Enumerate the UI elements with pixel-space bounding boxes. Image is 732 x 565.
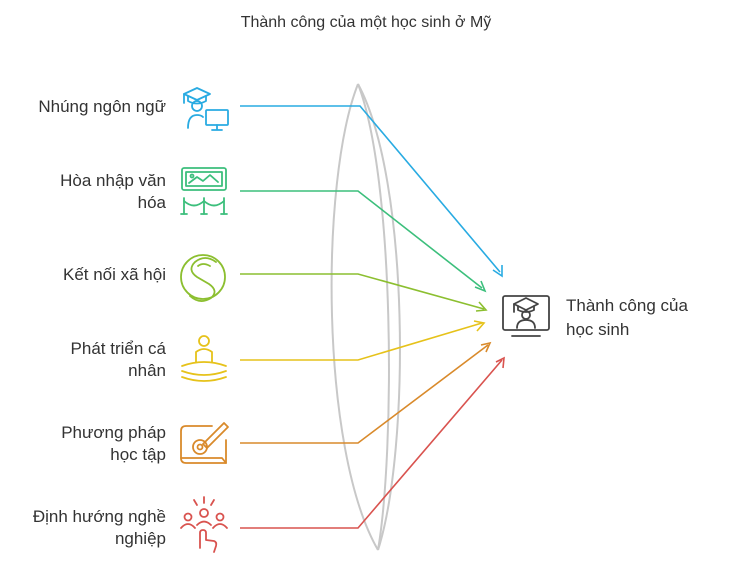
label-line: Nhúng ngôn ngữ [38, 97, 166, 116]
connector-1 [240, 105, 503, 278]
connector-4 [240, 320, 486, 361]
connector-2 [240, 190, 487, 293]
connector-5 [240, 341, 492, 444]
meditation-icon [181, 335, 227, 382]
input-label-1: Nhúng ngôn ngữ [0, 96, 166, 118]
output-label: Thành công của học sinh [566, 294, 726, 342]
label-line: Định hướng nghề [32, 507, 166, 526]
label-line: hóa [137, 193, 166, 212]
input-label-6: Định hướng nghề nghiệp [0, 506, 166, 550]
label-line: Hòa nhập văn [60, 171, 166, 190]
input-label-2: Hòa nhập văn hóa [0, 170, 166, 214]
label-line: Phương pháp [61, 423, 166, 442]
social-s-icon [180, 254, 226, 302]
connector-lines [240, 105, 505, 529]
career-people-icon [180, 496, 228, 553]
input-label-5: Phương pháp học tập [0, 422, 166, 466]
input-label-3: Kết nối xã hội [0, 264, 166, 286]
label-line: Phát triển cá [70, 339, 166, 358]
input-label-4: Phát triển cá nhân [0, 338, 166, 382]
student-computer-icon [183, 87, 229, 131]
lens-shape [330, 83, 401, 551]
label-line: nghiệp [114, 529, 166, 548]
connector-3 [240, 273, 488, 312]
label-line: học tập [110, 445, 166, 464]
connector-6 [240, 356, 505, 529]
label-line: Kết nối xã hội [62, 265, 166, 284]
graduate-monitor-icon [502, 295, 550, 337]
study-pen-icon [180, 422, 229, 464]
label-line: Thành công của [566, 296, 688, 315]
label-line: nhân [128, 361, 166, 380]
culture-frame-icon [180, 167, 228, 215]
label-line: học sinh [566, 320, 630, 339]
diagram-title: Thành công của một học sinh ở Mỹ [240, 14, 492, 31]
